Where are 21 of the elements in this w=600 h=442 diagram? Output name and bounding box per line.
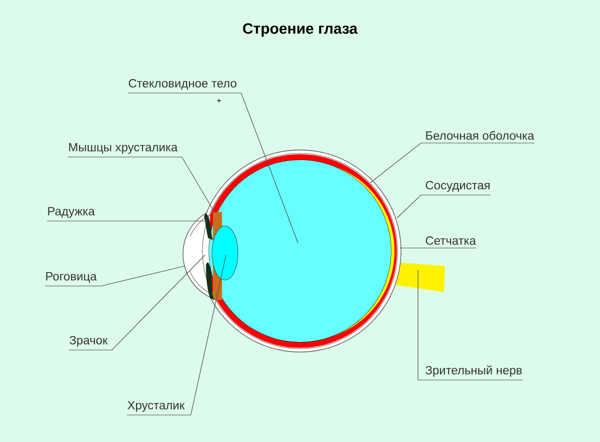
leader-line bbox=[370, 142, 535, 184]
leader-line bbox=[46, 220, 208, 222]
plus-sign: + bbox=[217, 98, 221, 103]
part-label: Роговица bbox=[46, 272, 97, 283]
part-label: Хрусталик bbox=[127, 401, 185, 412]
part-label: Мышцы хрусталика bbox=[69, 143, 178, 154]
leader-line bbox=[68, 156, 216, 214]
part-label: Белочная оболочка bbox=[426, 130, 534, 140]
part-label: Сетчатка bbox=[426, 236, 476, 245]
leader-line bbox=[128, 92, 298, 244]
leader-line bbox=[126, 254, 226, 416]
part-label: Сосудистая bbox=[426, 180, 490, 192]
leader-line bbox=[68, 254, 206, 350]
part-label: Зрительный нерв bbox=[426, 365, 522, 377]
leader-line bbox=[418, 270, 523, 380]
part-label: Радужка bbox=[48, 207, 95, 218]
part-label: Стекловидное тело bbox=[128, 79, 236, 90]
part-label: Зрачок bbox=[70, 336, 108, 347]
title: Строение глаза bbox=[243, 23, 358, 37]
leader-line bbox=[396, 194, 491, 218]
leader-line bbox=[44, 266, 186, 286]
